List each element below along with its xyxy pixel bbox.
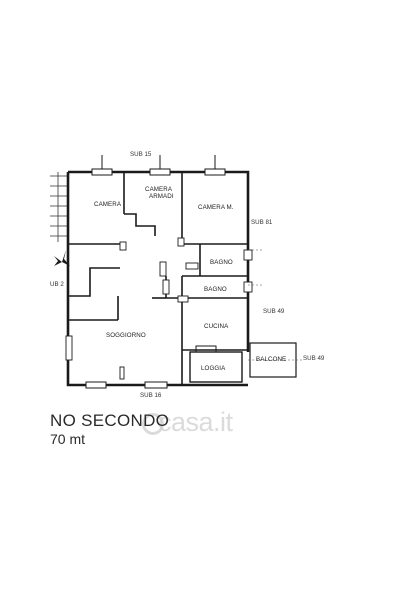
- entry-arrow-icon: [54, 250, 70, 266]
- room-label-camera-m: CAMERA M.: [198, 204, 234, 211]
- floor-title: NO SECONDO: [50, 411, 170, 430]
- room-label-camera-armadi-2: ARMADI: [149, 193, 174, 200]
- interior-walls: [68, 172, 248, 385]
- room-label-camera: CAMERA: [94, 201, 122, 208]
- windows-bottom: [85, 345, 217, 389]
- room-label-camera-armadi-1: CAMERA: [145, 186, 173, 193]
- neighbor-label-sub81: SUB 81: [251, 219, 273, 226]
- neighbor-label-sub2: UB 2: [50, 281, 64, 288]
- room-label-bagno-upper: BAGNO: [210, 259, 233, 266]
- room-label-cucina: CUCINA: [204, 323, 229, 330]
- neighbor-label-sub15: SUB 15: [130, 151, 152, 158]
- room-label-bagno-lower: BAGNO: [204, 286, 227, 293]
- floor-height: 70 mt: [50, 431, 86, 447]
- watermark-logo-icon: [142, 413, 164, 435]
- room-label-soggiorno: SOGGIORNO: [106, 332, 146, 339]
- watermark-text: casa.it: [158, 407, 233, 437]
- stair-treads: [50, 172, 67, 242]
- doors: [65, 237, 253, 380]
- windows-top: [91, 155, 226, 176]
- external-ticks: [248, 249, 304, 361]
- neighbor-label-sub16: SUB 16: [140, 392, 162, 399]
- neighbor-label-sub49-top: SUB 49: [263, 308, 285, 315]
- neighbor-label-sub49-right: SUB 49: [303, 355, 325, 362]
- room-label-loggia: LOGGIA: [201, 365, 226, 372]
- loggia: [189, 351, 243, 383]
- room-label-balcone: BALCONE: [256, 356, 286, 363]
